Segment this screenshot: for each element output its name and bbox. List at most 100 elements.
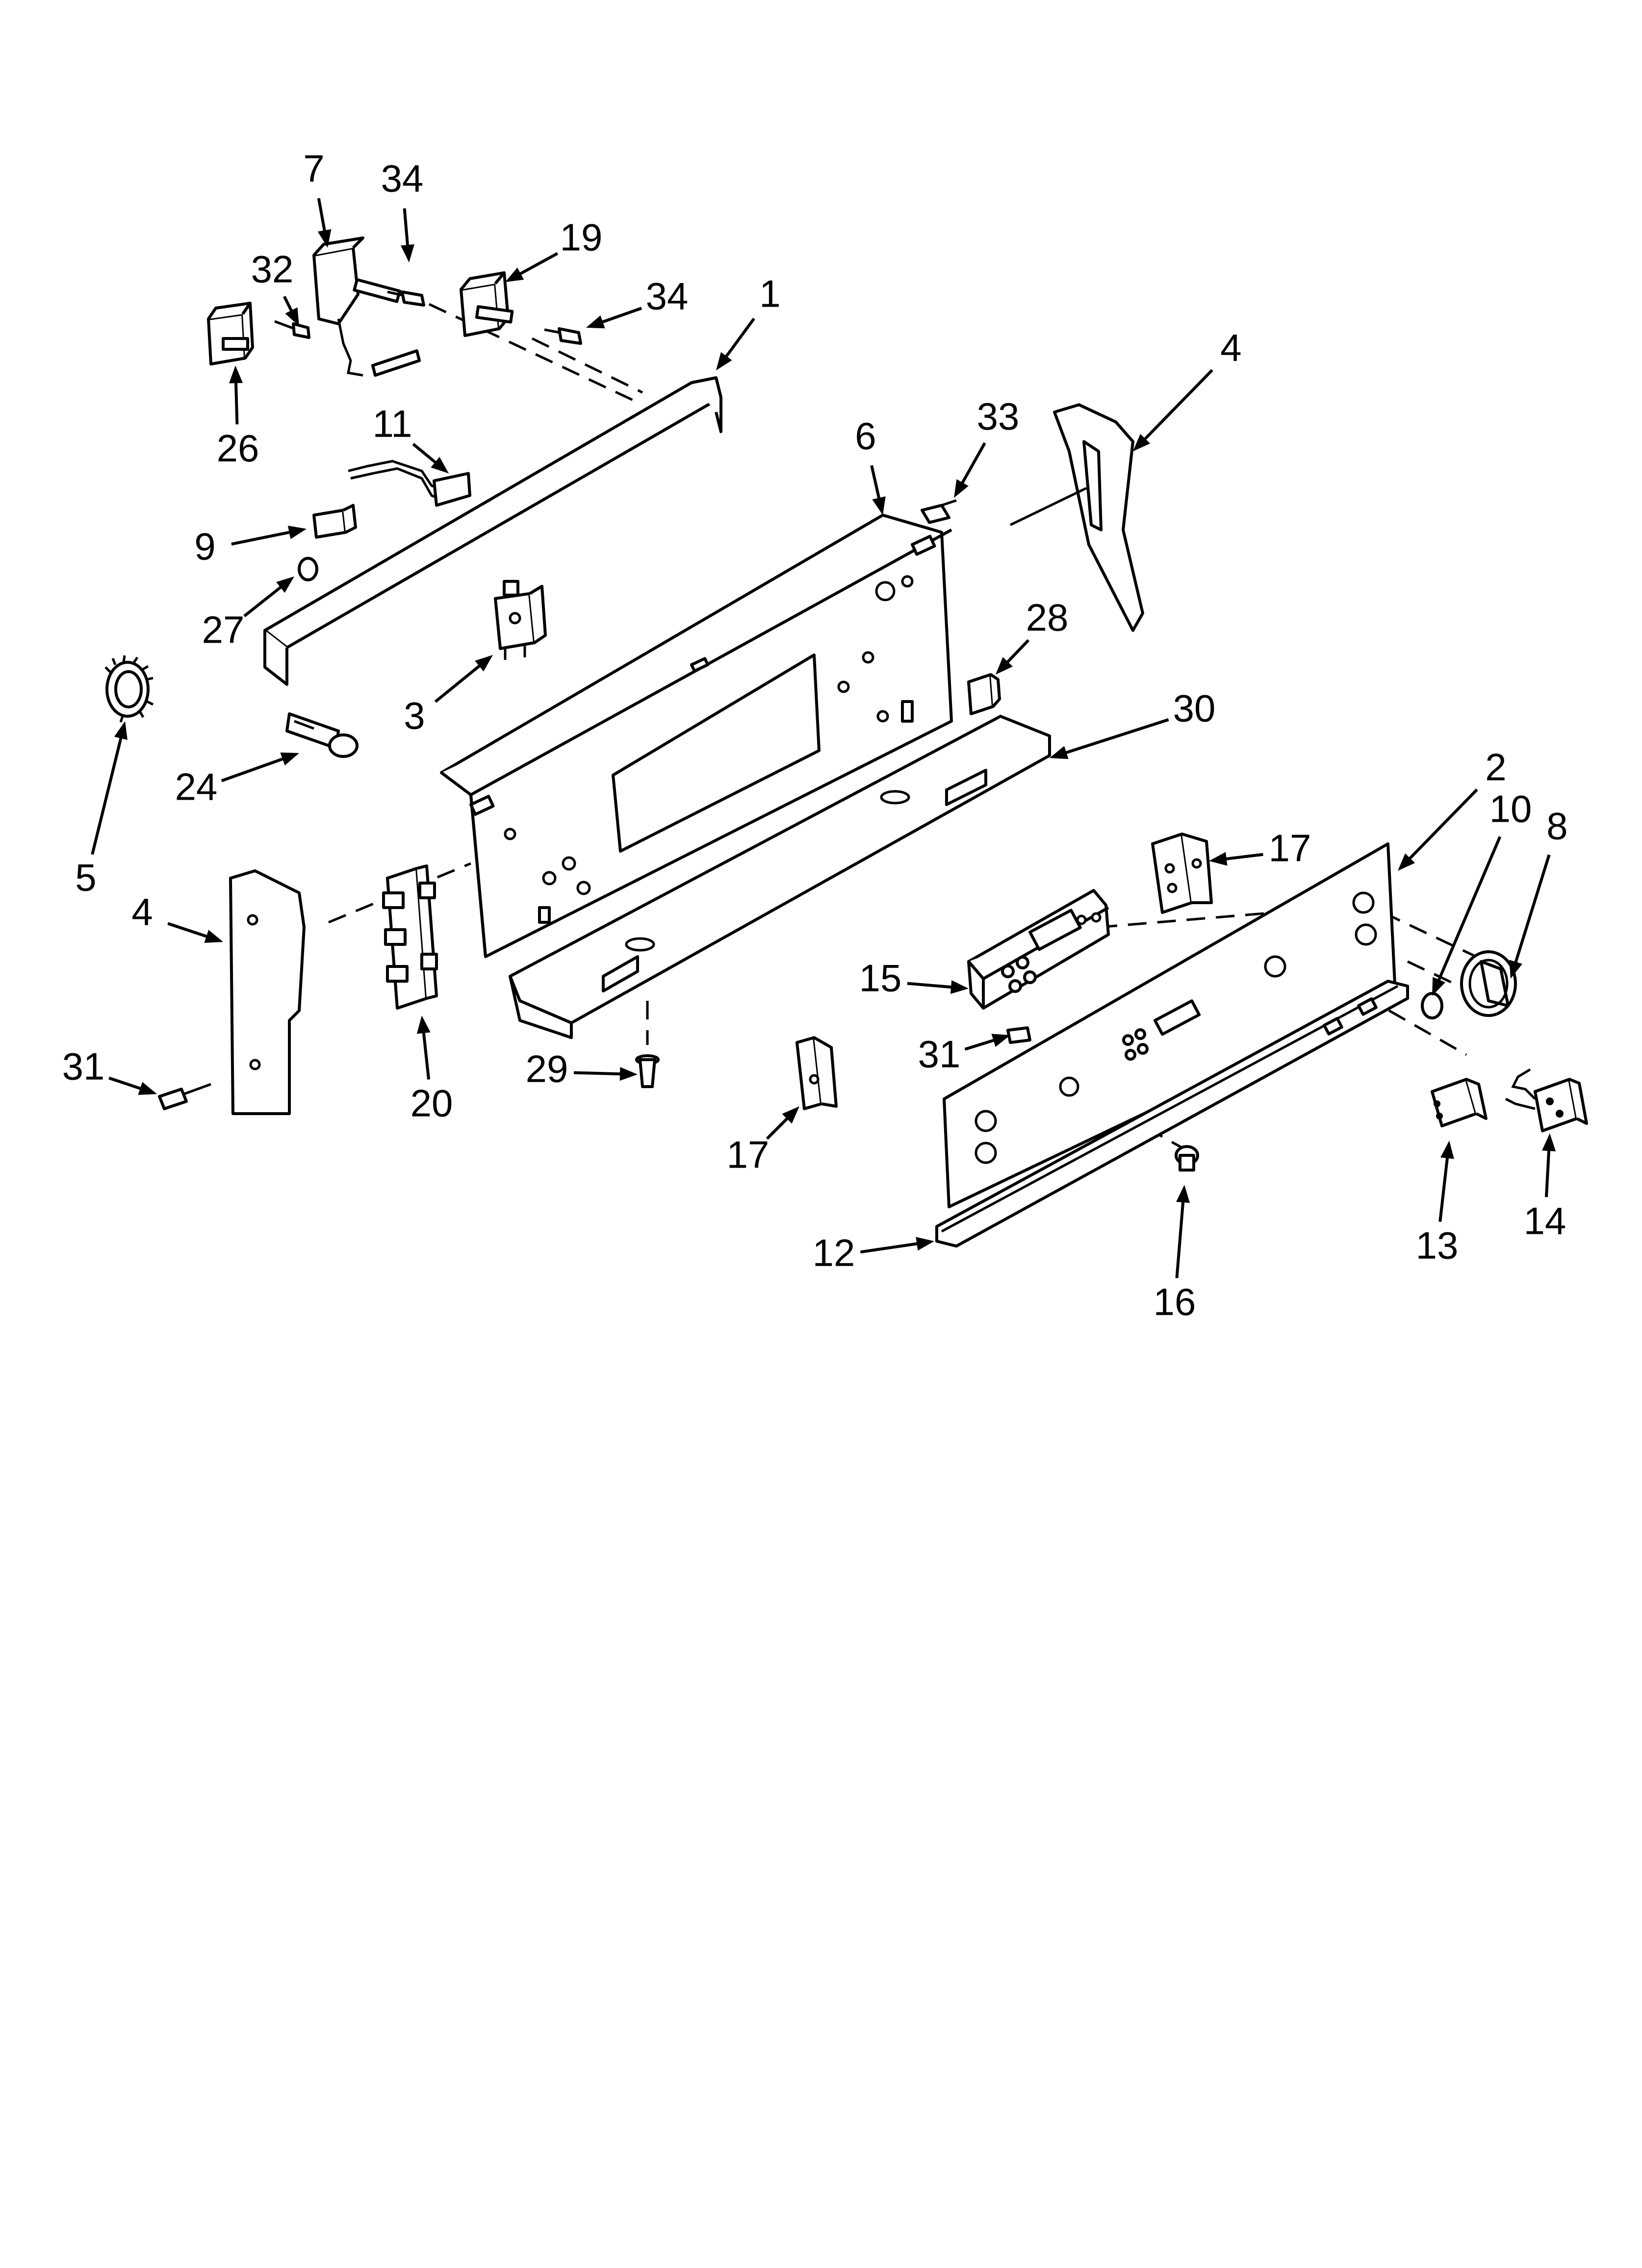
arrowhead-c6 [872,496,886,515]
arrowhead-c14 [1542,1133,1556,1151]
arrowhead-c29 [619,1067,638,1081]
arrowhead-c5 [114,721,128,740]
leader-line-c27 [243,581,288,618]
leader-line-c4b [167,922,214,940]
leader-line-c30 [1058,718,1169,756]
callout-c5: 5 [75,856,96,899]
part-shield-30 [509,715,1051,1039]
part-wire-harness-11 [348,460,471,507]
part-switch-19 [460,271,514,337]
callout-c6: 6 [855,415,876,458]
callout-c17a: 17 [1269,827,1311,870]
leader-arrows [91,198,1556,1278]
arrowhead-c15 [950,980,969,994]
leader-line-c9 [231,529,297,546]
leader-line-c1 [720,317,755,364]
part-switch-13 [1431,1078,1488,1127]
part-timer-board-15 [967,889,1110,1010]
callout-c34a: 34 [381,157,424,200]
callout-c30: 30 [1173,687,1216,730]
arrowhead-c27 [276,576,294,593]
part-screw-31-left [158,1083,211,1110]
part-screw-34b [544,327,582,345]
part-bracket-17-upper [1151,833,1213,914]
arrowhead-c17a [1209,852,1228,866]
callout-c32: 32 [251,248,294,291]
leader-line-c5 [91,730,125,855]
callout-c31a: 31 [918,1033,961,1076]
callout-c24: 24 [175,765,218,808]
callout-c4a: 4 [1220,326,1241,369]
callout-c34b: 34 [646,275,689,318]
callout-c13: 13 [1416,1224,1459,1267]
arrowhead-c16 [1176,1185,1190,1203]
arrowhead-c34b [586,315,605,329]
leader-line-c33 [957,442,986,491]
arrowhead-c8 [1509,960,1523,979]
arrowhead-c31b [138,1082,157,1095]
callout-c31b: 31 [62,1045,105,1088]
arrowhead-c2 [1398,853,1415,871]
part-switch-26 [207,302,254,365]
leader-line-c20 [421,1025,431,1080]
callout-c15: 15 [859,957,902,1000]
part-button-16 [1175,1145,1199,1172]
leader-line-c2 [1403,788,1478,865]
arrowhead-c3 [475,655,493,672]
part-receptacle-14 [1505,1068,1588,1132]
arrowhead-c26 [229,365,243,384]
leader-line-c4a [1138,369,1213,445]
arrowhead-c28 [996,657,1013,675]
callout-c20: 20 [410,1082,453,1125]
callout-c10: 10 [1489,787,1532,831]
part-bracket-28 [967,673,1001,715]
arrowhead-c31a [991,1034,1010,1047]
arrowhead-c33 [954,479,969,498]
leader-line-c24 [221,755,291,782]
part-end-cap-4-left [229,869,306,1115]
leader-line-c19 [513,252,559,279]
arrowhead-c11 [431,457,449,473]
arrowhead-c9 [287,525,307,539]
part-screw-32 [274,320,310,339]
part-trim-12 [935,980,1409,1248]
callout-c19: 19 [560,216,603,259]
leader-line-c3 [434,660,487,703]
leader-line-c10 [1435,836,1502,988]
arrowhead-c4a [1133,434,1151,451]
part-clip-9 [312,504,357,539]
callout-c29: 29 [526,1047,568,1091]
leader-line-c26 [234,375,239,425]
callout-c27: 27 [202,608,245,652]
part-screw-34a [387,290,425,307]
callout-c8: 8 [1546,805,1567,848]
callout-c33: 33 [977,395,1020,438]
arrowhead-c10 [1432,977,1446,996]
callout-c14: 14 [1524,1199,1566,1243]
arrowhead-c34a [401,244,414,262]
arrowhead-c19 [505,267,524,282]
arrowhead-c17b [782,1106,799,1124]
arrowhead-c32 [285,307,299,326]
arrowhead-c7 [317,229,332,248]
part-grommet-27 [298,557,318,581]
part-relay-3 [494,580,547,660]
arrowhead-c12 [916,1237,934,1251]
part-knob-5 [104,655,154,723]
part-knob-10 [1421,992,1443,1019]
leader-line-c13 [1438,1150,1450,1222]
part-terminal-block-20 [382,864,438,1010]
arrowhead-c1 [716,352,732,370]
arrowhead-c20 [416,1016,431,1034]
callout-c26: 26 [217,427,259,470]
part-screw-29 [635,1054,660,1088]
leader-line-c34b [594,307,642,326]
leader-line-c12 [860,1241,925,1254]
callout-c2: 2 [1485,746,1506,789]
part-end-cap-4-right [1009,403,1144,632]
leader-line-c14 [1544,1143,1551,1198]
arrowhead-c30 [1050,746,1069,759]
callout-c4b: 4 [131,890,153,934]
arrowhead-c4b [204,930,223,943]
